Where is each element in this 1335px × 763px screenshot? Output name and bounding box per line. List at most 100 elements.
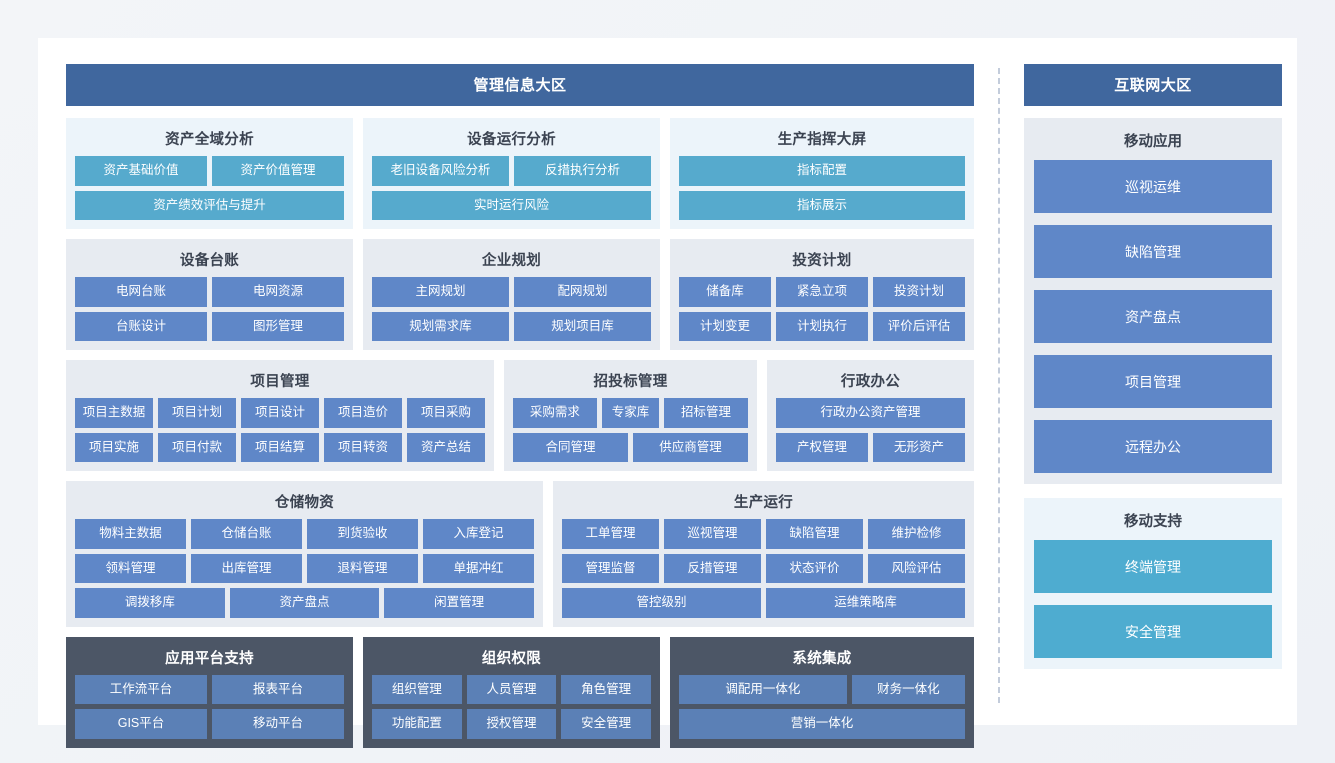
tile-project-plan[interactable]: 项目计划 (158, 398, 236, 428)
card-organization-permission[interactable]: 组织权限 组织管理 人员管理 角色管理 功能配置 授权管理 安全管理 (363, 636, 660, 748)
tile-procurement-demand[interactable]: 采购需求 (513, 398, 597, 428)
tile-asset-value-mgmt[interactable]: 资产价值管理 (212, 156, 344, 186)
tile-reserve-lib[interactable]: 储备库 (679, 277, 771, 307)
tile-old-equipment-risk[interactable]: 老旧设备风险分析 (372, 156, 509, 186)
tile-control-level[interactable]: 管控级别 (562, 588, 761, 618)
tile-security-management[interactable]: 安全管理 (561, 709, 652, 739)
tile-document-reversal[interactable]: 单据冲红 (423, 553, 534, 583)
planning-band: 设备台账 电网台账 电网资源 台账设计 图形管理 企业规划 主网规划 配网规划 (66, 239, 974, 360)
tile-investment-plan[interactable]: 投资计划 (873, 277, 965, 307)
tile-project-implementation[interactable]: 项目实施 (75, 432, 153, 462)
tile-role-management[interactable]: 角色管理 (561, 674, 652, 704)
tile-admin-asset-mgmt[interactable]: 行政办公资产管理 (776, 398, 965, 428)
tile-inbound-registration[interactable]: 入库登记 (423, 519, 534, 549)
tile-maintenance-repair[interactable]: 维护检修 (868, 519, 965, 549)
tile-grid-ledger[interactable]: 电网台账 (75, 277, 207, 307)
card-mobile-application[interactable]: 移动应用 巡视运维 缺陷管理 资产盘点 项目管理 远程办公 (1024, 118, 1282, 484)
tile-idle-management[interactable]: 闲置管理 (384, 588, 535, 618)
tile-material-return[interactable]: 退料管理 (307, 553, 418, 583)
tile-personnel-management[interactable]: 人员管理 (466, 674, 557, 704)
tile-post-evaluation[interactable]: 评价后评估 (873, 311, 965, 341)
tile-authorization-mgmt[interactable]: 授权管理 (466, 709, 557, 739)
card-production-operation[interactable]: 生产运行 工单管理 巡视管理 缺陷管理 维护检修 管理监督 反措管理 状态评价 … (553, 481, 974, 627)
tile-main-grid-plan[interactable]: 主网规划 (372, 277, 509, 307)
tile-plan-demand-lib[interactable]: 规划需求库 (372, 311, 509, 341)
tile-asset-summary[interactable]: 资产总结 (407, 432, 485, 462)
tile-project-payment[interactable]: 项目付款 (158, 432, 236, 462)
tile-workflow-platform[interactable]: 工作流平台 (75, 674, 207, 704)
tile-defect-mgmt[interactable]: 缺陷管理 (766, 519, 863, 549)
card-warehouse-materials[interactable]: 仓储物资 物料主数据 仓储台账 到货验收 入库登记 领料管理 出库管理 退料管理… (66, 481, 543, 627)
tile-mobile-inspection-om[interactable]: 巡视运维 (1034, 160, 1272, 213)
card-production-dashboard[interactable]: 生产指挥大屏 指标配置 指标展示 (670, 118, 974, 229)
tile-asset-inventory[interactable]: 资产盘点 (229, 588, 380, 618)
tile-dispatch-integration[interactable]: 调配用一体化 (679, 674, 847, 704)
tile-realtime-risk[interactable]: 实时运行风险 (372, 190, 651, 220)
tile-contract-management[interactable]: 合同管理 (513, 432, 628, 462)
tile-expert-lib[interactable]: 专家库 (601, 398, 660, 428)
card-application-platform-support[interactable]: 应用平台支持 工作流平台 报表平台 GIS平台 移动平台 (66, 636, 353, 748)
tile-property-rights[interactable]: 产权管理 (776, 432, 868, 462)
tile-row: 台账设计 图形管理 (75, 311, 344, 341)
card-equipment-operation-analysis[interactable]: 设备运行分析 老旧设备风险分析 反措执行分析 实时运行风险 (363, 118, 660, 229)
card-equipment-ledger[interactable]: 设备台账 电网台账 电网资源 台账设计 图形管理 (66, 239, 353, 350)
card-enterprise-planning[interactable]: 企业规划 主网规划 配网规划 规划需求库 规划项目库 (363, 239, 660, 350)
tile-plan-project-lib[interactable]: 规划项目库 (514, 311, 651, 341)
management-zone-column: 管理信息大区 资产全域分析 资产基础价值 资产价值管理 资产绩效评估与提升 设备… (66, 64, 974, 758)
tile-condition-evaluation[interactable]: 状态评价 (766, 553, 863, 583)
tile-intangible-assets[interactable]: 无形资产 (873, 432, 965, 462)
tile-mobile-remote-office[interactable]: 远程办公 (1034, 420, 1272, 473)
tile-marketing-integration[interactable]: 营销一体化 (679, 709, 965, 739)
tile-project-settlement[interactable]: 项目结算 (241, 432, 319, 462)
tile-project-capitalization[interactable]: 项目转资 (324, 432, 402, 462)
tile-supplier-management[interactable]: 供应商管理 (633, 432, 748, 462)
card-mobile-support[interactable]: 移动支持 终端管理 安全管理 (1024, 498, 1282, 669)
tile-material-master-data[interactable]: 物料主数据 (75, 519, 186, 549)
tile-distribution-plan[interactable]: 配网规划 (514, 277, 651, 307)
tile-ledger-design[interactable]: 台账设计 (75, 311, 207, 341)
card-bidding-management[interactable]: 招投标管理 采购需求 专家库 招标管理 合同管理 供应商管理 (504, 360, 757, 471)
tile-risk-assessment[interactable]: 风险评估 (868, 553, 965, 583)
tile-countermeasure-mgmt[interactable]: 反措管理 (664, 553, 761, 583)
tile-project-procurement[interactable]: 项目采购 (407, 398, 485, 428)
tile-indicator-config[interactable]: 指标配置 (679, 156, 965, 186)
tile-inspection-mgmt[interactable]: 巡视管理 (664, 519, 761, 549)
tile-asset-performance[interactable]: 资产绩效评估与提升 (75, 190, 344, 220)
tile-mobile-defect-mgmt[interactable]: 缺陷管理 (1034, 225, 1272, 278)
tile-indicator-display[interactable]: 指标展示 (679, 190, 965, 220)
tile-terminal-management[interactable]: 终端管理 (1034, 540, 1272, 593)
tile-project-design[interactable]: 项目设计 (241, 398, 319, 428)
tile-countermeasure-analysis[interactable]: 反措执行分析 (514, 156, 651, 186)
tile-plan-execution[interactable]: 计划执行 (776, 311, 868, 341)
tile-mobile-security-mgmt[interactable]: 安全管理 (1034, 605, 1272, 658)
tile-outbound-management[interactable]: 出库管理 (191, 553, 302, 583)
tile-om-strategy-lib[interactable]: 运维策略库 (766, 588, 965, 618)
tile-mobile-project-mgmt[interactable]: 项目管理 (1034, 355, 1272, 408)
card-asset-global-analysis[interactable]: 资产全域分析 资产基础价值 资产价值管理 资产绩效评估与提升 (66, 118, 353, 229)
tile-mobile-platform[interactable]: 移动平台 (212, 709, 344, 739)
tile-emergency-project[interactable]: 紧急立项 (776, 277, 868, 307)
tile-material-requisition[interactable]: 领料管理 (75, 553, 186, 583)
card-project-management[interactable]: 项目管理 项目主数据 项目计划 项目设计 项目造价 项目采购 项目实施 项目付款… (66, 360, 494, 471)
tile-bid-management[interactable]: 招标管理 (664, 398, 748, 428)
tile-work-order-mgmt[interactable]: 工单管理 (562, 519, 659, 549)
tile-finance-integration[interactable]: 财务一体化 (851, 674, 965, 704)
tile-grid-resource[interactable]: 电网资源 (212, 277, 344, 307)
tile-graphic-mgmt[interactable]: 图形管理 (212, 311, 344, 341)
tile-mobile-asset-inventory[interactable]: 资产盘点 (1034, 290, 1272, 343)
tile-warehouse-ledger[interactable]: 仓储台账 (191, 519, 302, 549)
card-administrative-office[interactable]: 行政办公 行政办公资产管理 产权管理 无形资产 (767, 360, 974, 471)
tile-report-platform[interactable]: 报表平台 (212, 674, 344, 704)
tile-plan-change[interactable]: 计划变更 (679, 311, 771, 341)
card-system-integration[interactable]: 系统集成 调配用一体化 财务一体化 营销一体化 (670, 636, 974, 748)
tile-org-management[interactable]: 组织管理 (372, 674, 462, 704)
tile-project-master-data[interactable]: 项目主数据 (75, 398, 153, 428)
tile-project-cost[interactable]: 项目造价 (324, 398, 402, 428)
tile-asset-base-value[interactable]: 资产基础价值 (75, 156, 207, 186)
tile-management-supervision[interactable]: 管理监督 (562, 553, 659, 583)
tile-function-config[interactable]: 功能配置 (372, 709, 462, 739)
tile-goods-acceptance[interactable]: 到货验收 (307, 519, 418, 549)
tile-gis-platform[interactable]: GIS平台 (75, 709, 207, 739)
card-investment-plan[interactable]: 投资计划 储备库 紧急立项 投资计划 计划变更 计划执行 评价后评估 (670, 239, 974, 350)
tile-transfer-relocation[interactable]: 调拨移库 (75, 588, 225, 618)
